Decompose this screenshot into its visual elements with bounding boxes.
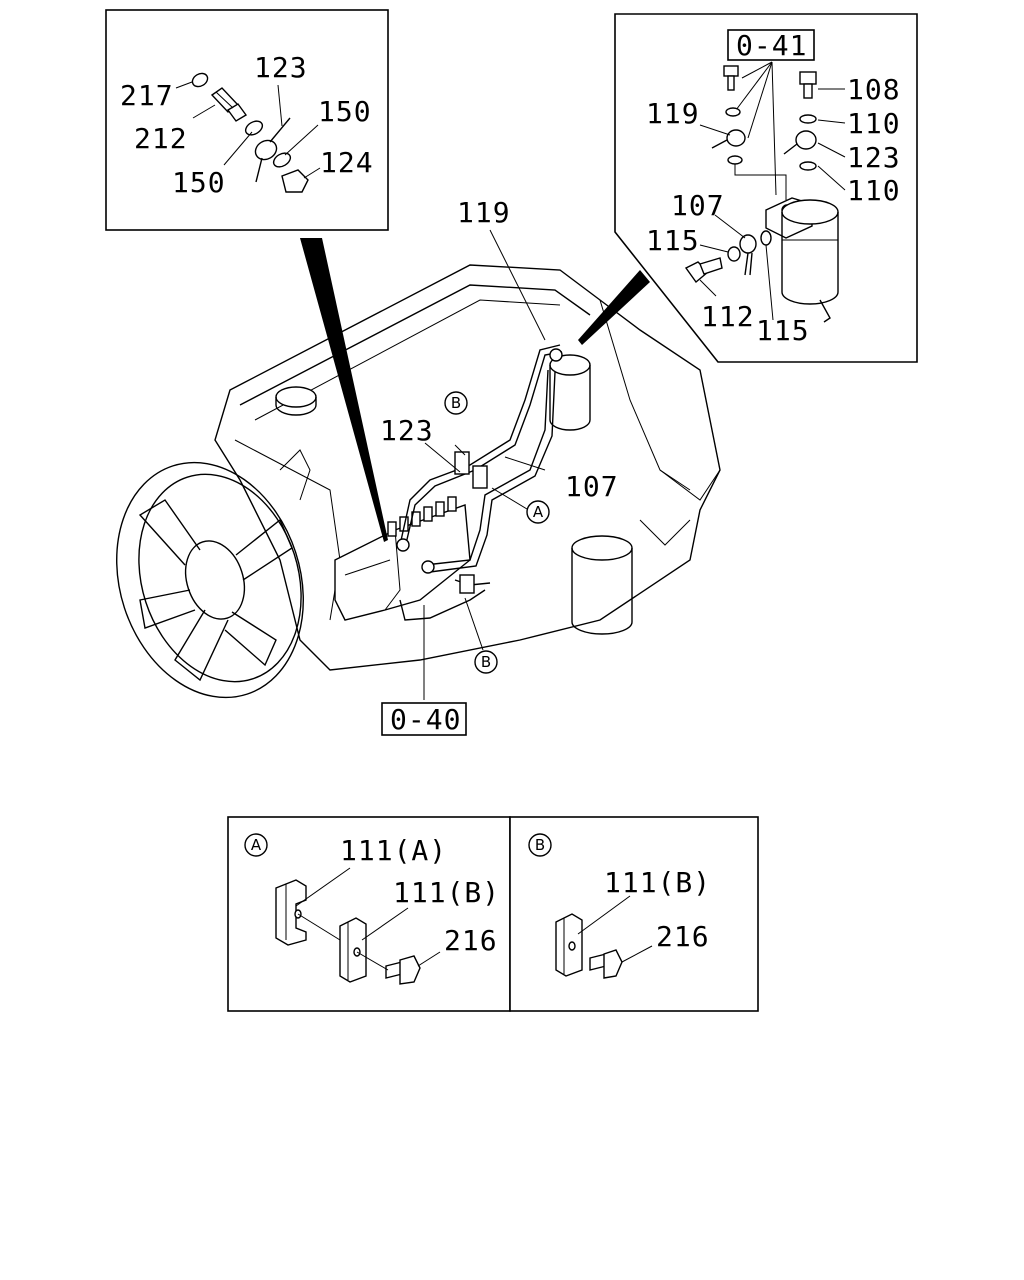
- label-217: 217: [120, 79, 174, 112]
- svg-text:A: A: [251, 836, 262, 854]
- bolt-icon: [385, 955, 421, 985]
- label-115-a: 115: [646, 224, 700, 257]
- label-150-a: 150: [172, 166, 226, 199]
- ref-box-0-41[interactable]: 0-41: [727, 29, 815, 62]
- label-123-inset: 123: [254, 51, 308, 84]
- label-216-b: 216: [656, 920, 710, 953]
- label-111b-a: 111(B): [393, 876, 500, 909]
- svg-text:0-40: 0-40: [390, 703, 461, 736]
- label-123-main: 123: [380, 414, 434, 447]
- detail-b-panel: B 111(B) 216: [509, 816, 759, 1012]
- inset-top-left: 217 212 150 123 150 124: [105, 9, 389, 231]
- washer-icon: [191, 72, 209, 88]
- label-123-inset-r: 123: [847, 141, 901, 174]
- engine-icon: [214, 264, 721, 671]
- fan-icon: [116, 461, 304, 699]
- callout-b-detail: B: [528, 833, 552, 857]
- svg-text:A: A: [533, 503, 544, 521]
- label-110-b: 110: [847, 174, 901, 207]
- pointer-wedge-right: [578, 270, 650, 345]
- label-150-b: 150: [318, 95, 372, 128]
- label-119-main: 119: [457, 196, 511, 229]
- label-108: 108: [847, 73, 901, 106]
- label-212: 212: [134, 122, 188, 155]
- label-119-inset: 119: [646, 97, 700, 130]
- label-110-a: 110: [847, 107, 901, 140]
- callout-b-top: B: [444, 391, 468, 415]
- label-111a: 111(A): [340, 834, 447, 867]
- detail-a-panel: A 111(A) 111(B) 216: [227, 816, 511, 1012]
- fuel-filter-icon: [765, 197, 839, 323]
- clip-icon: [555, 913, 583, 977]
- bolt-icon: [589, 949, 623, 979]
- pointer-wedge-left: [300, 238, 388, 542]
- label-111b-b: 111(B): [604, 866, 711, 899]
- inset-top-right: 0-41: [614, 13, 918, 363]
- callout-a-detail: A: [244, 833, 268, 857]
- clip-icon: [275, 879, 307, 946]
- bolt-icon: [684, 257, 723, 284]
- ref-box-0-40[interactable]: 0-40: [381, 702, 467, 736]
- label-115-b: 115: [756, 314, 810, 347]
- svg-text:B: B: [451, 394, 461, 412]
- label-112: 112: [701, 300, 755, 333]
- callout-b-bottom: B: [474, 650, 498, 674]
- svg-text:B: B: [481, 653, 491, 671]
- eye-joint-icon: [254, 117, 291, 183]
- svg-text:B: B: [535, 836, 545, 854]
- clip-icon: [339, 917, 367, 983]
- label-107-main: 107: [565, 470, 619, 503]
- svg-text:0-41: 0-41: [736, 29, 807, 62]
- bolt-icon: [210, 87, 248, 122]
- callout-a-main: A: [526, 500, 550, 524]
- label-107-inset: 107: [671, 189, 725, 222]
- label-216-a: 216: [444, 924, 498, 957]
- label-124: 124: [320, 146, 374, 179]
